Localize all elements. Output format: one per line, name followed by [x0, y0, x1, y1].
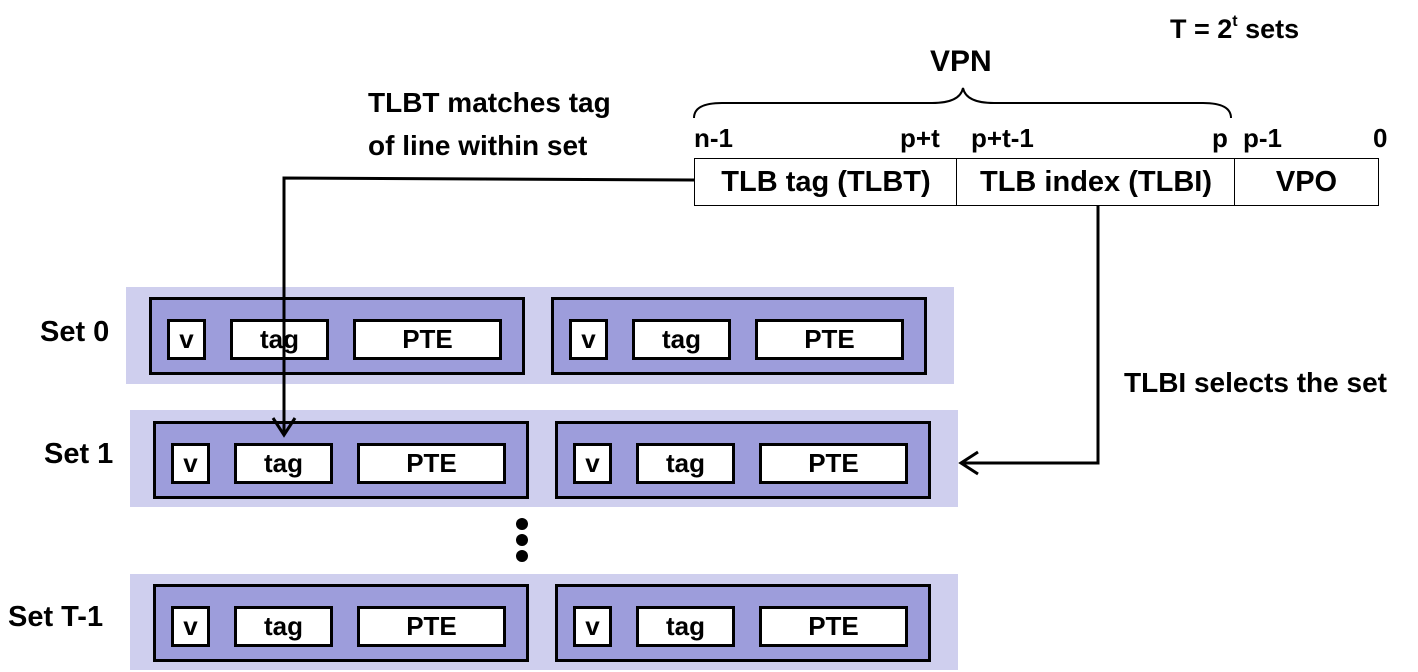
tlbt-annotation-line2: of line within set: [368, 130, 588, 161]
valid-bit: v: [171, 606, 210, 647]
tag-cell: tag: [632, 319, 731, 360]
set-0-line-1: v tag PTE: [551, 297, 927, 375]
vpn-brace: [693, 87, 1232, 119]
set-count-suffix: sets: [1237, 14, 1300, 44]
valid-bit: v: [573, 443, 612, 484]
set-1-line-1: v tag PTE: [555, 421, 931, 499]
tlbi-arrow-line: [962, 206, 1100, 465]
valid-bit: v: [573, 606, 612, 647]
set-label-0: Set 0: [40, 316, 110, 348]
set-count-formula: T = 2t sets: [1170, 13, 1300, 44]
vpn-label: VPN: [930, 45, 992, 78]
ellipsis-dot: [516, 534, 528, 546]
set-1: v tag PTE v tag PTE: [130, 410, 958, 507]
pte-cell: PTE: [759, 443, 908, 484]
set-label-t-minus-1: Set T-1: [8, 601, 104, 633]
pte-cell: PTE: [357, 443, 506, 484]
tlbt-arrow-head: [271, 417, 297, 438]
pte-cell: PTE: [357, 606, 506, 647]
bit-label-p-plus-t: p+t: [900, 123, 940, 153]
pte-cell: PTE: [759, 606, 908, 647]
ellipsis-dot: [516, 550, 528, 562]
valid-bit: v: [171, 443, 210, 484]
set-t-minus-1-line-0: v tag PTE: [153, 584, 529, 662]
valid-bit: v: [167, 319, 206, 360]
bit-label-n-minus-1: n-1: [694, 123, 733, 153]
tlbt-arrow-line: [282, 176, 695, 432]
set-1-line-0: v tag PTE: [153, 421, 529, 499]
set-label-1: Set 1: [44, 438, 114, 470]
set-t-minus-1: v tag PTE v tag PTE: [130, 574, 958, 670]
tag-cell: tag: [636, 606, 735, 647]
bit-label-zero: 0: [1373, 123, 1388, 153]
ellipsis-dot: [516, 518, 528, 530]
set-0: v tag PTE v tag PTE: [126, 287, 954, 384]
set-t-minus-1-line-1: v tag PTE: [555, 584, 931, 662]
set-count-exponent: t: [1232, 13, 1238, 30]
tlbt-annotation-line1: TLBT matches tag: [368, 87, 611, 118]
tlbi-annotation: TLBI selects the set: [1124, 367, 1387, 398]
bit-label-p-minus-1: p-1: [1243, 123, 1282, 153]
bit-label-p: p: [1212, 123, 1228, 153]
tlbt-field: TLB tag (TLBT): [694, 158, 958, 206]
set-count-prefix: T = 2: [1170, 14, 1233, 44]
tag-cell: tag: [234, 443, 333, 484]
valid-bit: v: [569, 319, 608, 360]
pte-cell: PTE: [353, 319, 502, 360]
bit-label-p-plus-t-minus-1: p+t-1: [971, 123, 1034, 153]
set-0-line-0: v tag PTE: [149, 297, 525, 375]
vpo-field: VPO: [1234, 158, 1379, 206]
tag-cell: tag: [230, 319, 329, 360]
pte-cell: PTE: [755, 319, 904, 360]
tag-cell: tag: [234, 606, 333, 647]
tlbi-arrow-head: [958, 450, 979, 476]
tlbi-field: TLB index (TLBI): [956, 158, 1236, 206]
tag-cell: tag: [636, 443, 735, 484]
